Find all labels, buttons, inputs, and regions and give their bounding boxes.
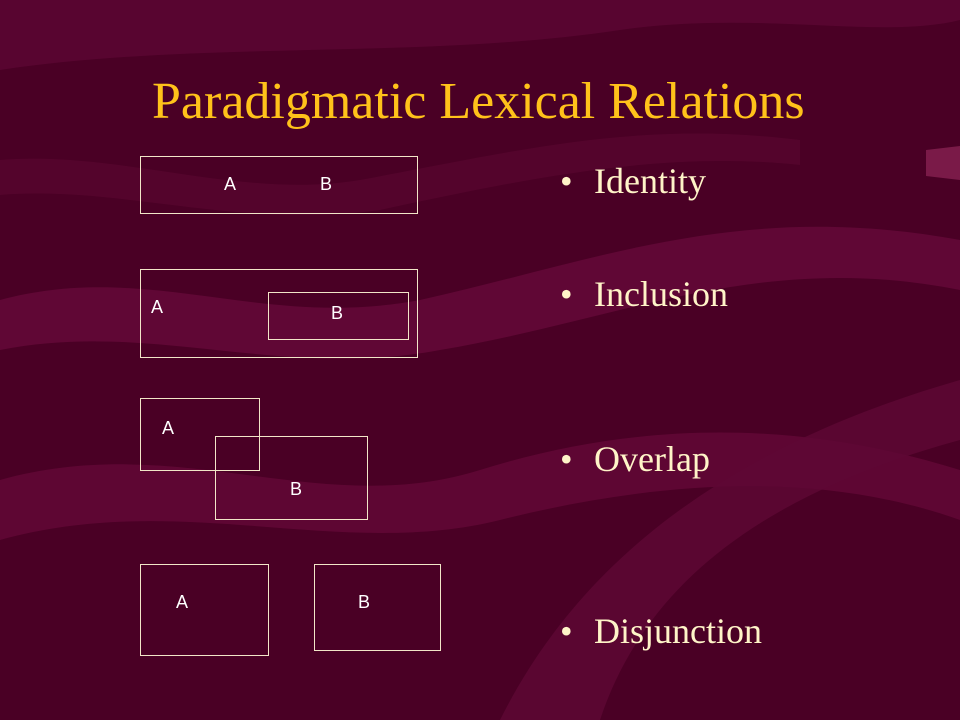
bullet-text: Inclusion bbox=[594, 274, 728, 314]
bullet-dot: • bbox=[560, 161, 573, 201]
bullet-text: Disjunction bbox=[594, 611, 762, 651]
disjunction-label-a: A bbox=[176, 592, 189, 612]
disjunction-label-b: B bbox=[358, 592, 371, 612]
identity-label-b: B bbox=[320, 174, 333, 194]
bullet-text: Identity bbox=[594, 161, 706, 201]
bullet-dot: • bbox=[560, 611, 573, 651]
bullet-identity: • Identity bbox=[560, 160, 706, 202]
bullet-overlap: • Overlap bbox=[560, 438, 710, 480]
bullet-text: Overlap bbox=[594, 439, 710, 479]
overlap-label-b: B bbox=[290, 479, 303, 499]
bullet-dot: • bbox=[560, 274, 573, 314]
inclusion-label-a: A bbox=[151, 297, 164, 317]
disjunction-box-a bbox=[140, 564, 269, 656]
inclusion-box-a bbox=[140, 269, 418, 358]
overlap-label-a: A bbox=[162, 418, 175, 438]
bullet-disjunction: • Disjunction bbox=[560, 610, 762, 652]
overlap-box-b bbox=[215, 436, 368, 520]
identity-label-a: A bbox=[224, 174, 237, 194]
overlap-box-a bbox=[140, 398, 260, 471]
edge-accent bbox=[926, 146, 960, 180]
slide-title: Paradigmatic Lexical Relations bbox=[152, 73, 805, 130]
identity-box bbox=[140, 156, 418, 214]
inclusion-label-b: B bbox=[331, 303, 344, 323]
disjunction-box-b bbox=[314, 564, 441, 651]
inclusion-box-b bbox=[268, 292, 409, 340]
bullet-dot: • bbox=[560, 439, 573, 479]
bullet-inclusion: • Inclusion bbox=[560, 273, 728, 315]
